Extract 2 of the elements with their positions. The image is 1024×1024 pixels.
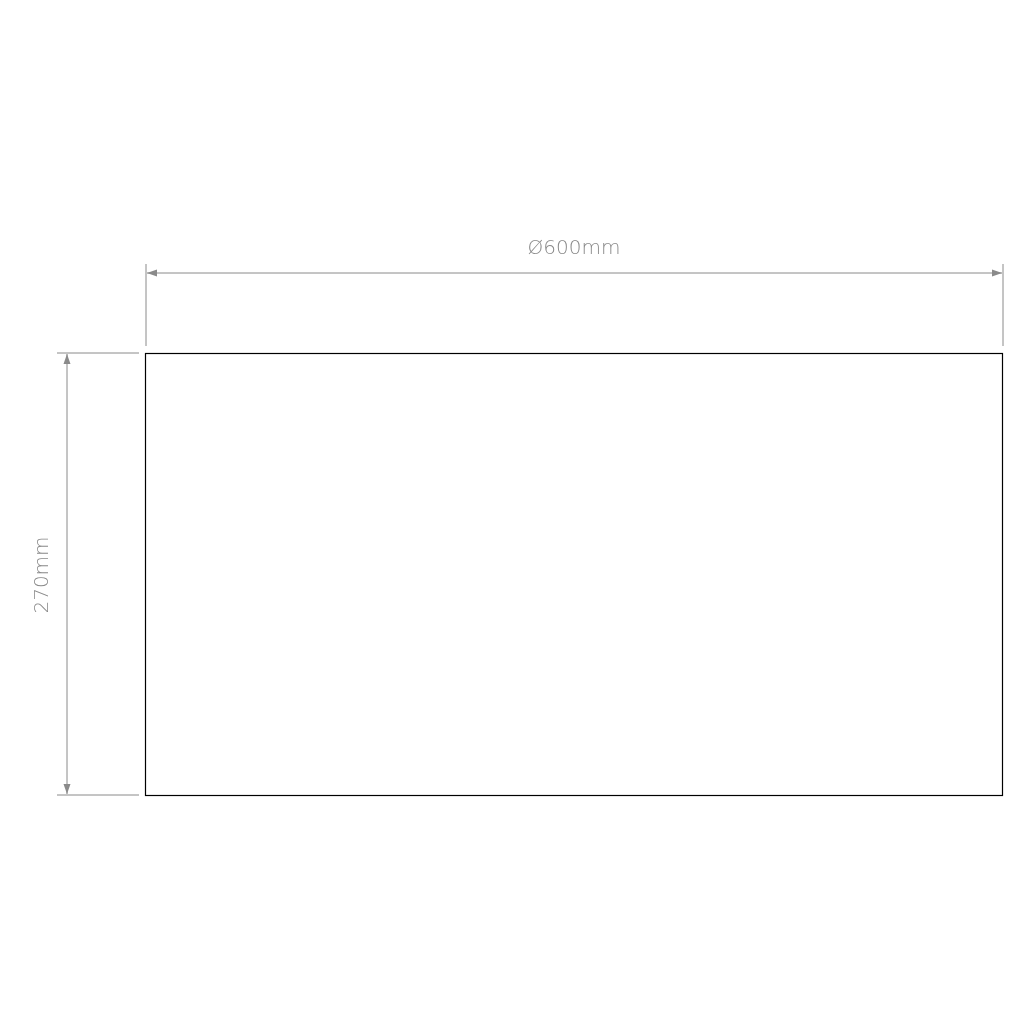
dimension-label: Ø600mm bbox=[527, 235, 621, 259]
dimension-label: 270mm bbox=[28, 536, 53, 614]
